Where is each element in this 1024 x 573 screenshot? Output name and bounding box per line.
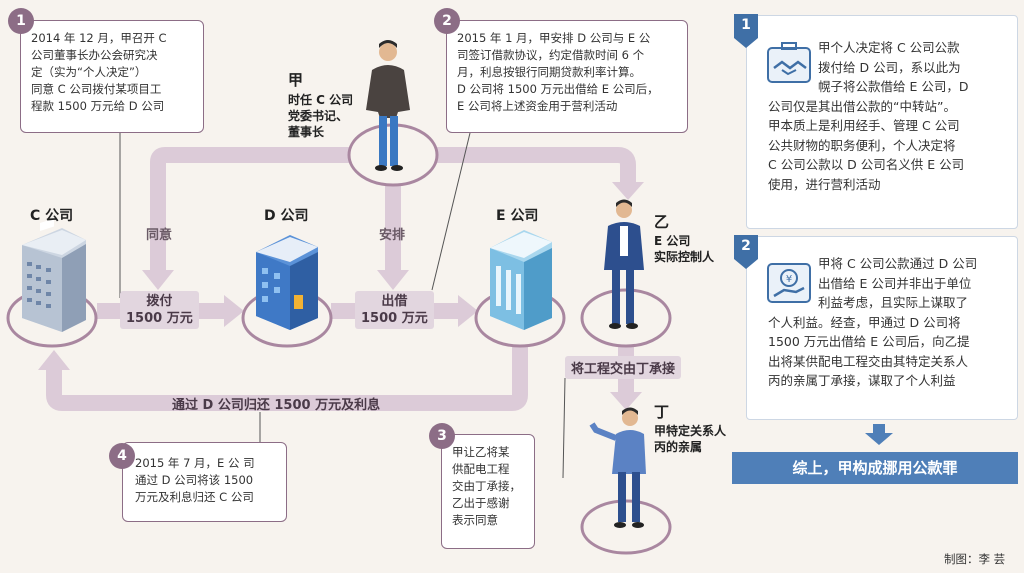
money-hand-icon: ¥ (767, 263, 811, 303)
analysis-2-number-tail (734, 259, 758, 269)
arrow-to-c-agree (142, 270, 174, 290)
analysis-2-line: 个人利益。经查，甲通过 D 公司将 (768, 314, 961, 330)
analysis-1-line: 拨付给 D 公司，系以此为 (818, 59, 961, 75)
step-3-box: 甲让乙将某 供配电工程 交由丁承接， 乙出于感谢 表示同意 (441, 434, 535, 549)
step-1-line: 公司董事长办公会研究决 (31, 48, 158, 62)
arrange-tag: 安排 (379, 228, 406, 243)
step-2-box: 2015 年 1 月，甲安排 D 公司与 E 公 司签订借款协议，约定借款时间 … (446, 20, 688, 133)
step-1-number: 1 (8, 8, 34, 34)
jia-desc-1: 时任 C 公司 (288, 93, 354, 107)
step-2-line: 月，利息按银行同期贷款利率计算。 (457, 65, 641, 79)
analysis-2-number: 2 (734, 235, 758, 259)
step-2-line: D 公司将 1500 万元出借给 E 公司后， (457, 82, 659, 96)
arrow-allocate (224, 295, 244, 327)
analysis-2-line: 利益考虑，且实际上谋取了 (818, 295, 969, 310)
analysis-1-line: 甲个人决定将 C 公司公款 (818, 40, 960, 55)
analysis-1-line: 幌子将公款借给 E 公司，D (818, 79, 969, 94)
arrow-arrange (377, 270, 409, 290)
agree-tag: 同意 (146, 228, 173, 243)
handshake-icon (767, 42, 811, 83)
return-line (46, 345, 528, 411)
svg-text:¥: ¥ (786, 274, 792, 285)
step-1-line: 程款 1500 万元给 D 公司 (31, 99, 165, 113)
jia-desc-2: 党委书记、 (288, 109, 349, 123)
e-company-label: E 公司 (496, 208, 539, 224)
analysis-1-line: 公司仅是其出借公款的“中转站”。 (768, 98, 956, 114)
step-3-number: 3 (429, 423, 455, 449)
arrow-to-yi (612, 182, 644, 200)
ding-figure-icon (589, 407, 646, 528)
analysis-2-line: 出将某供配电工程交由其特定关系人 (768, 353, 969, 369)
step-4-line: 通过 D 公司将该 1500 (135, 473, 254, 487)
analysis-1-text: 甲个人决定将 C 公司公款 拨付给 D 公司，系以此为 幌子将公款借给 E 公司… (768, 38, 1008, 194)
step-4-number: 4 (109, 443, 135, 469)
analysis-1-line: 甲本质上是利用经手、管理 C 公司 (768, 118, 960, 133)
analysis-1-line: C 公司公款以 D 公司名义供 E 公司 (768, 157, 965, 172)
credit-text: 制图：李 芸 (944, 552, 1006, 566)
jia-label: 甲 时任 C 公司 党委书记、 董事长 (288, 72, 353, 140)
step-2-line: 司签订借款协议，约定借款时间 6 个 (457, 48, 645, 62)
step-4-line: 2015 年 7 月，E 公 司 (135, 456, 255, 470)
step-1-box: 2014 年 12 月，甲召开 C 公司董事长办公会研究决 定（实为“个人决定”… (20, 20, 204, 133)
step-2-line: 2015 年 1 月，甲安排 D 公司与 E 公 (457, 31, 651, 45)
allocate-tag-line2: 1500 万元 (126, 311, 193, 326)
analysis-2-line: 丙的亲属丁承接，谋取了个人利益 (768, 373, 956, 388)
ding-desc-1: 甲特定关系人 (654, 424, 727, 438)
step-3-line: 表示同意 (452, 513, 498, 527)
analysis-1-line: 公共财物的职务便利，个人决定将 (768, 137, 956, 153)
arrow-return (38, 350, 70, 370)
step-2-number: 2 (434, 8, 460, 34)
analysis-1-number: 1 (734, 14, 758, 38)
c-building-icon (22, 218, 86, 332)
step-1-line: 定（实为“个人决定”） (31, 65, 147, 79)
handover-tag: 将工程交由丁承接 (565, 356, 682, 379)
arrow-handover (610, 392, 642, 410)
yi-name: 乙 (654, 213, 670, 231)
connector-3 (562, 377, 566, 479)
c-company-label: C 公司 (30, 208, 74, 224)
step-3-line: 甲让乙将某 (452, 445, 510, 459)
step-3-line: 供配电工程 (452, 462, 510, 476)
ding-name: 丁 (654, 403, 670, 421)
down-arrow-icon (865, 424, 893, 445)
d-company-label: D 公司 (264, 208, 309, 224)
yi-desc-1: E 公司 (654, 234, 691, 248)
connector-2 (431, 132, 471, 291)
analysis-2-line: 甲将 C 公司公款通过 D 公司 (818, 256, 978, 271)
jia-name: 甲 (288, 71, 304, 89)
jia-figure-icon (366, 40, 410, 171)
analysis-2-text: 甲将 C 公司公款通过 D 公司 出借给 E 公司并非出于单位 利益考虑，且实际… (768, 254, 1008, 391)
conclusion-banner: 综上，甲构成挪用公款罪 (732, 452, 1018, 484)
ding-desc-2: 丙的亲属 (654, 440, 703, 454)
analysis-1-line: 使用，进行营利活动 (768, 176, 881, 192)
analysis-2-line: 1500 万元出借给 E 公司后，向乙提 (768, 334, 970, 349)
e-building-icon (490, 230, 552, 330)
analysis-1-number-tail (734, 38, 758, 48)
lend-tag: 出借 1500 万元 (355, 291, 434, 329)
return-tag: 通过 D 公司归还 1500 万元及利息 (172, 398, 381, 413)
arrow-lend (458, 295, 478, 327)
yi-figure-icon (604, 199, 644, 329)
yi-desc-2: 实际控制人 (654, 250, 715, 264)
step-1-line: 同意 C 公司拨付某项目工 (31, 82, 162, 96)
step-4-line: 万元及利息归还 C 公司 (135, 490, 254, 504)
allocate-tag: 拨付 1500 万元 (120, 291, 199, 329)
analysis-2-line: 出借给 E 公司并非出于单位 (818, 275, 972, 291)
lend-tag-line1: 出借 (381, 294, 408, 309)
step-1-line: 2014 年 12 月，甲召开 C (31, 31, 167, 45)
step-3-line: 乙出于感谢 (452, 496, 510, 510)
lend-tag-line2: 1500 万元 (361, 311, 428, 326)
d-building-icon (256, 235, 318, 330)
step-2-line: E 公司将上述资金用于营利活动 (457, 99, 618, 113)
ding-label: 丁 甲特定关系人 丙的亲属 (654, 404, 726, 455)
jia-desc-3: 董事长 (288, 125, 325, 139)
allocate-tag-line1: 拨付 (146, 294, 173, 309)
yi-label: 乙 E 公司 实际控制人 (654, 214, 714, 265)
step-3-line: 交由丁承接， (452, 479, 521, 493)
step-4-box: 2015 年 7 月，E 公 司 通过 D 公司将该 1500 万元及利息归还 … (122, 442, 287, 522)
